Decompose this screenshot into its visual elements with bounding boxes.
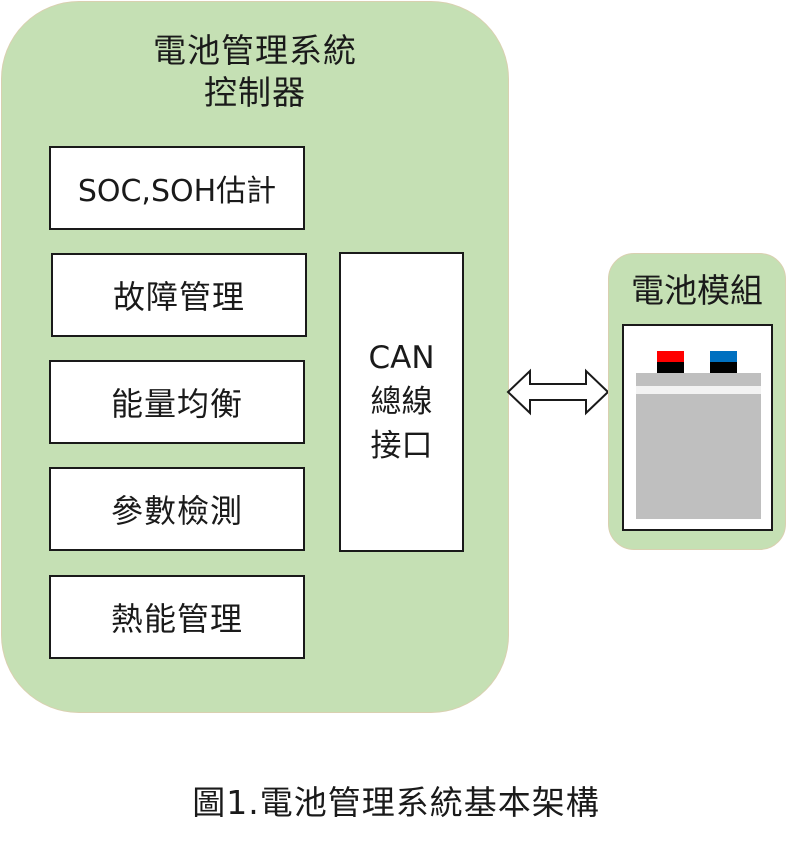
- function-box-thermal-management: 熱能管理: [49, 575, 305, 659]
- can-label: CAN: [368, 340, 435, 376]
- positive-terminal-base: [657, 362, 684, 373]
- positive-terminal-cap: [657, 351, 684, 362]
- negative-terminal-cap: [710, 351, 737, 362]
- function-box-fault-management: 故障管理: [51, 253, 307, 337]
- function-box-energy-balance: 能量均衡: [49, 360, 305, 444]
- can-interface-label: 接口: [370, 428, 433, 464]
- controller-title-line2: 控制器: [204, 73, 306, 112]
- controller-title: 電池管理系統 控制器: [1, 30, 509, 114]
- battery-cell-icon: [636, 373, 761, 519]
- figure-caption: 圖1.電池管理系統基本架構: [192, 783, 600, 822]
- controller-title-line1: 電池管理系統: [153, 31, 357, 70]
- can-bus-interface-box: CAN 總線 接口: [339, 252, 464, 552]
- battery-stripe: [636, 386, 761, 394]
- function-box-parameter-detection: 參數檢測: [49, 467, 305, 551]
- module-title: 電池模組: [631, 271, 763, 310]
- positive-terminal-icon: [657, 351, 684, 373]
- negative-terminal-icon: [710, 351, 737, 373]
- bidirectional-arrow-icon: [506, 368, 610, 416]
- can-bus-label: 總線: [370, 384, 433, 420]
- negative-terminal-base: [710, 362, 737, 373]
- function-box-soc-soh: SOC,SOH估計: [49, 146, 305, 230]
